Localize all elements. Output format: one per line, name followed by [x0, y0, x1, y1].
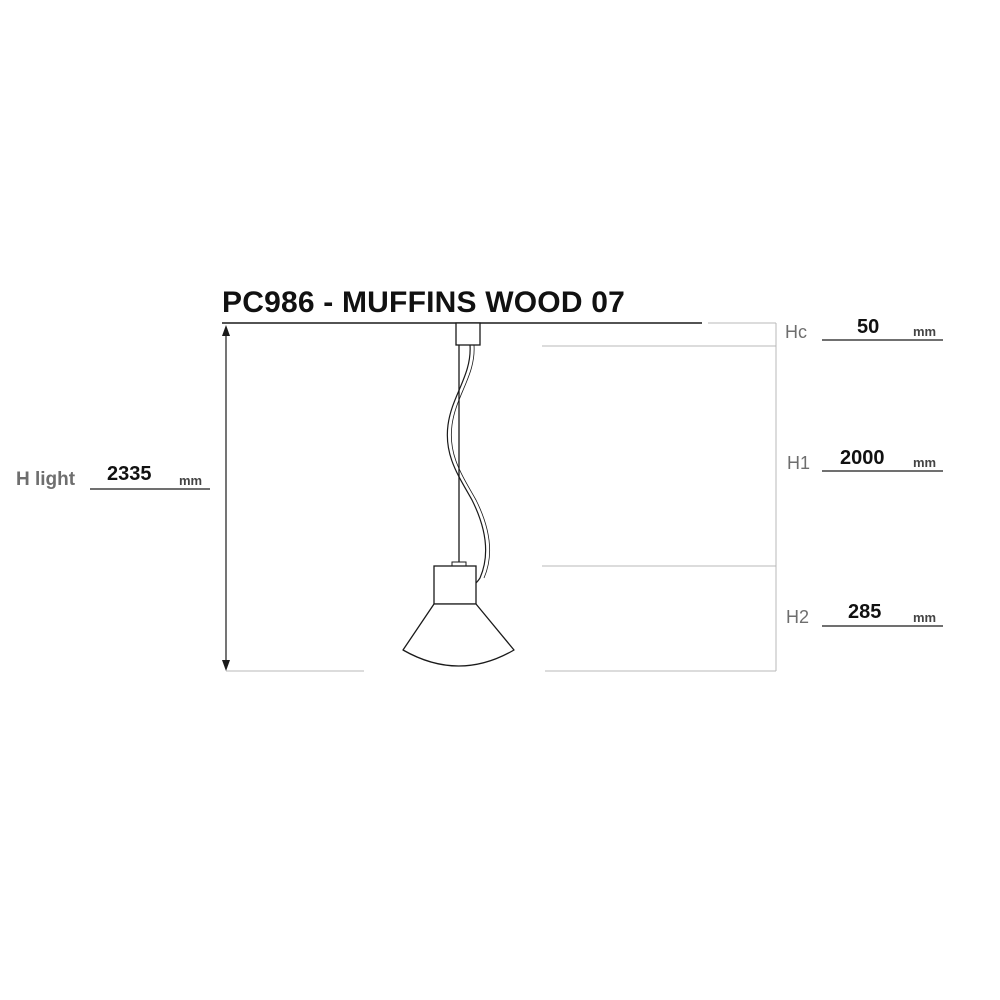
h2-label: H2	[786, 607, 810, 627]
product-title: PC986 - MUFFINS WOOD 07	[222, 286, 625, 319]
h1-unit: mm	[913, 455, 937, 470]
hc-value: 50	[857, 316, 880, 338]
h1-label: H1	[787, 453, 811, 473]
power-cord	[446, 344, 487, 585]
ceiling-canopy	[455, 322, 481, 346]
lamp-wood-body	[433, 565, 477, 605]
lamp-shade	[402, 603, 515, 667]
h-light-value: 2335	[107, 463, 152, 485]
h-light-unit: mm	[179, 473, 203, 488]
power-cord-inner	[450, 344, 490, 579]
h2-value: 285	[848, 601, 882, 623]
hc-unit: mm	[913, 324, 937, 339]
h1-value: 2000	[840, 447, 885, 469]
arrow-up-icon	[222, 325, 230, 336]
hc-label: Hc	[785, 322, 807, 342]
h-light-label: H light	[16, 469, 76, 490]
h2-unit: mm	[913, 610, 937, 625]
arrow-down-icon	[222, 660, 230, 671]
